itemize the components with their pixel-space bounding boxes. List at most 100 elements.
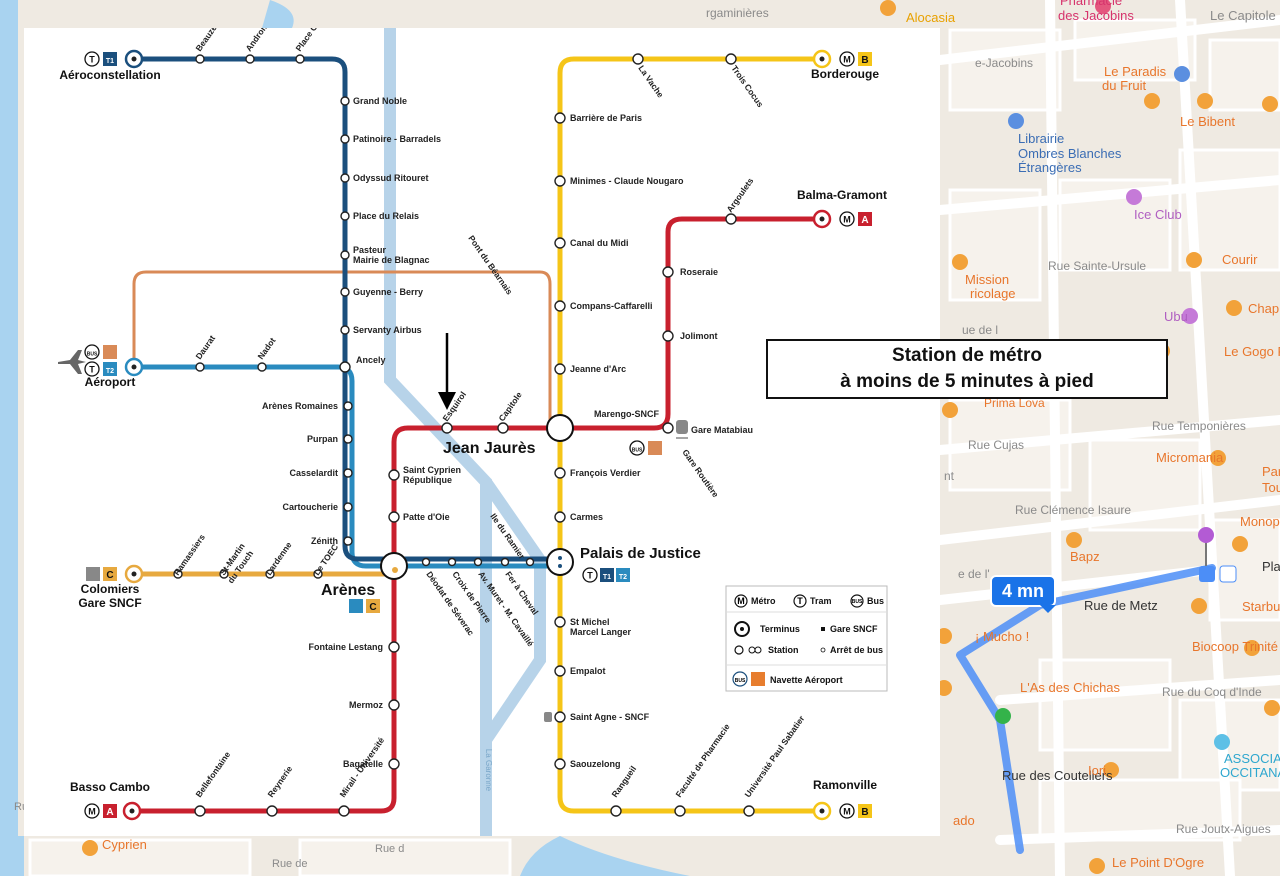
station-label: République xyxy=(403,475,452,485)
station-label: Casselardit xyxy=(289,468,338,478)
terminus-label-colomiers: Colomiers xyxy=(81,582,140,596)
badge-t2: T2 xyxy=(619,574,627,581)
terminus-label-balma: Balma-Gramont xyxy=(797,188,887,202)
map-label: Le Paradis xyxy=(1104,64,1167,79)
badge-arenes-c-square xyxy=(366,599,380,613)
map-label: ASSOCIATION xyxy=(1224,751,1280,766)
badge-t1: T1 xyxy=(603,574,611,581)
map-label: Librairie xyxy=(1018,131,1064,146)
station-label: Zénith xyxy=(311,536,338,546)
map-label: ue de l xyxy=(962,323,998,337)
station-label-rotated: Daurat xyxy=(193,333,217,361)
station-label-rotated: Reynerie xyxy=(265,764,294,799)
map-label: L'As des Chichas xyxy=(1020,680,1121,695)
badge-metro-circle xyxy=(839,803,855,819)
map-label: Biocoop Trinité xyxy=(1192,639,1278,654)
map-label: ado xyxy=(953,813,975,828)
station-label: Ancely xyxy=(356,355,386,365)
station-label-rotated: Pont du Béarnais xyxy=(466,233,514,296)
station-label: Barrière de Paris xyxy=(570,113,642,123)
station-label-rotated: Argoulets xyxy=(724,176,755,214)
train-icon-saint-agne xyxy=(544,712,552,722)
map-label: Ubu xyxy=(1164,309,1188,324)
map-label: Ombres Blanches xyxy=(1018,146,1122,161)
station-label-rotated: Bellefontaine xyxy=(193,749,232,799)
station-label: Grand Noble xyxy=(353,96,407,106)
badge-c: C xyxy=(106,570,113,581)
station-label-rotated: Place Georges Brassens xyxy=(293,28,359,53)
map-label: Le Capitole xyxy=(1210,8,1276,23)
legend-m-glyph: M xyxy=(737,596,745,606)
legend-terminus: Terminus xyxy=(760,624,800,634)
station-label: Purpan xyxy=(307,434,338,444)
hub-label-palais: Palais de Justice xyxy=(580,545,701,562)
map-label: Pari xyxy=(1262,464,1280,479)
map-label: e de l' xyxy=(958,567,990,581)
badge-metro-circle xyxy=(839,51,855,67)
badge-shuttle-square xyxy=(103,345,117,359)
map-label: Mission xyxy=(965,272,1009,287)
map-label: Rue Temponières xyxy=(1152,419,1246,433)
badge-metro: M xyxy=(843,807,851,817)
origin-pin xyxy=(995,708,1011,724)
map-label: des Jacobins xyxy=(1058,8,1134,23)
legend-navette-glyph: BUS xyxy=(735,678,746,684)
station-label: Canal du Midi xyxy=(570,238,629,248)
legend-gare: Gare SNCF xyxy=(830,624,878,634)
terminus-label-ramonville: Ramonville xyxy=(813,778,877,792)
badge-train-square xyxy=(86,567,100,581)
hub-label-arenes: Arènes xyxy=(321,582,375,599)
badge-b: B xyxy=(861,55,868,66)
badge-tram-circle xyxy=(84,51,100,67)
station-label-rotated: Gare Routière xyxy=(680,447,721,499)
station-label: Place du Relais xyxy=(353,211,419,221)
legend-arret: Arrêt de bus xyxy=(830,645,883,655)
map-label: e-Jacobins xyxy=(975,56,1033,70)
station-label: Gare Matabiau xyxy=(691,425,753,435)
station-label: Bagatelle xyxy=(343,759,383,769)
map-label: du Fruit xyxy=(1102,78,1146,93)
map-label: ¡ Mucho ! xyxy=(975,629,1029,644)
badge-t1-square xyxy=(103,52,117,66)
badge-arenes-tram-square xyxy=(349,599,363,613)
map-label: Rue des Couteliers xyxy=(1002,768,1113,783)
map-label: Rue Joutx-Aigues xyxy=(1176,822,1271,836)
airplane-icon xyxy=(58,350,86,374)
station-label: Odyssud Ritouret xyxy=(353,173,429,183)
badge-a-square xyxy=(103,804,117,818)
map-label: rgaminières xyxy=(706,6,769,20)
legend-t-glyph: T xyxy=(797,596,803,606)
badge-tram-circle xyxy=(582,567,598,583)
badge-b-square xyxy=(858,52,872,66)
station-label: Saint Agne - SNCF xyxy=(570,712,650,722)
station-label: Patinoire - Barradels xyxy=(353,134,441,144)
station-label: Empalot xyxy=(570,666,606,676)
map-label: Micromania xyxy=(1156,450,1224,465)
map-label: Chap xyxy=(1248,301,1279,316)
station-label: Guyenne - Berry xyxy=(353,287,423,297)
badge-a: A xyxy=(861,215,868,226)
terminus-label-basso: Basso Cambo xyxy=(70,780,150,794)
destination-pin xyxy=(1198,527,1214,543)
map-label: Rue du Coq d'Inde xyxy=(1162,685,1262,699)
terminus-label-aeroconstellation: Aéroconstellation xyxy=(59,68,160,82)
map-label: Alocasia xyxy=(906,10,956,25)
badge-tram: T xyxy=(89,365,95,375)
map-label: Tou xyxy=(1262,480,1280,495)
legend-metro: Métro xyxy=(751,596,776,606)
badge-metro: M xyxy=(88,807,96,817)
map-label: Prima Lova xyxy=(984,396,1045,410)
badge-t2-square xyxy=(616,568,630,582)
station-label: Mairie de Blagnac xyxy=(353,255,430,265)
map-label: Cyprien xyxy=(102,837,147,852)
badge-metro: M xyxy=(843,55,851,65)
station-label-rotated: Ramassiers xyxy=(171,532,207,577)
station-label: Pasteur xyxy=(353,245,387,255)
badge-shuttle-square xyxy=(648,441,662,455)
station-label-rotated: Rangueil xyxy=(609,764,638,799)
station-label-rotated: La Vache xyxy=(636,63,665,99)
map-label: Le Gogo Flaming xyxy=(1224,344,1280,359)
badge-metro-circle xyxy=(839,211,855,227)
map-label: Rue Cujas xyxy=(968,438,1024,452)
